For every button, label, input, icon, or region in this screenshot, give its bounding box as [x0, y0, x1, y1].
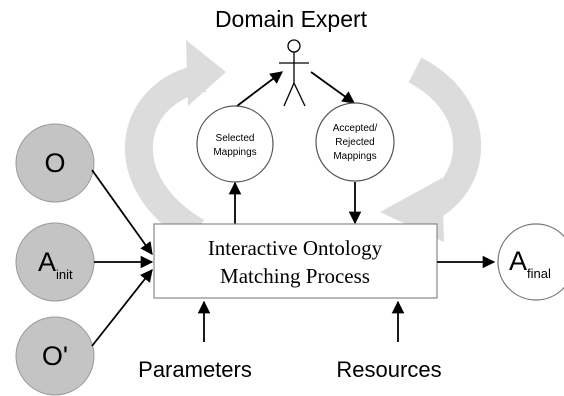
- process-title-line-1: Interactive Ontology: [208, 236, 383, 260]
- domain-expert-title: Domain Expert: [215, 6, 368, 32]
- o-prime-to-process-arrow: [91, 269, 153, 347]
- selected-mappings-label-1: Selected: [216, 133, 255, 144]
- input-o-node: O: [15, 123, 95, 203]
- accepted-label-3: Mappings: [333, 151, 376, 162]
- left-cycle-arrow-icon: [124, 40, 226, 245]
- input-o-prime-label: O': [42, 341, 68, 371]
- expert-to-accepted-arrow: [310, 71, 356, 104]
- accepted-label-1: Accepted/: [333, 123, 378, 134]
- o-to-process-arrow: [91, 169, 153, 256]
- process-title-line-2: Matching Process: [220, 264, 370, 288]
- right-cycle-arrow-icon: [380, 57, 481, 242]
- accepted-label-2: Rejected: [335, 137, 374, 148]
- resources-label: Resources: [336, 357, 441, 382]
- input-a-init-label: Ainit: [38, 247, 73, 282]
- selected-mappings-node: Selected Mappings: [196, 105, 274, 183]
- selected-mappings-label-2: Mappings: [213, 147, 256, 158]
- stick-figure-icon: [279, 39, 309, 107]
- input-o-label: O: [44, 148, 65, 178]
- input-a-init-node: Ainit: [15, 222, 95, 302]
- input-o-prime-node: O': [15, 316, 95, 396]
- output-a-final-node: Afinal: [497, 223, 564, 301]
- selected-to-expert-arrow: [236, 71, 284, 107]
- parameters-label: Parameters: [138, 357, 252, 382]
- output-a-final-label: Afinal: [509, 246, 551, 281]
- accepted-rejected-mappings-node: Accepted/ Rejected Mappings: [315, 102, 395, 182]
- matching-process-box: Interactive Ontology Matching Process: [153, 223, 438, 299]
